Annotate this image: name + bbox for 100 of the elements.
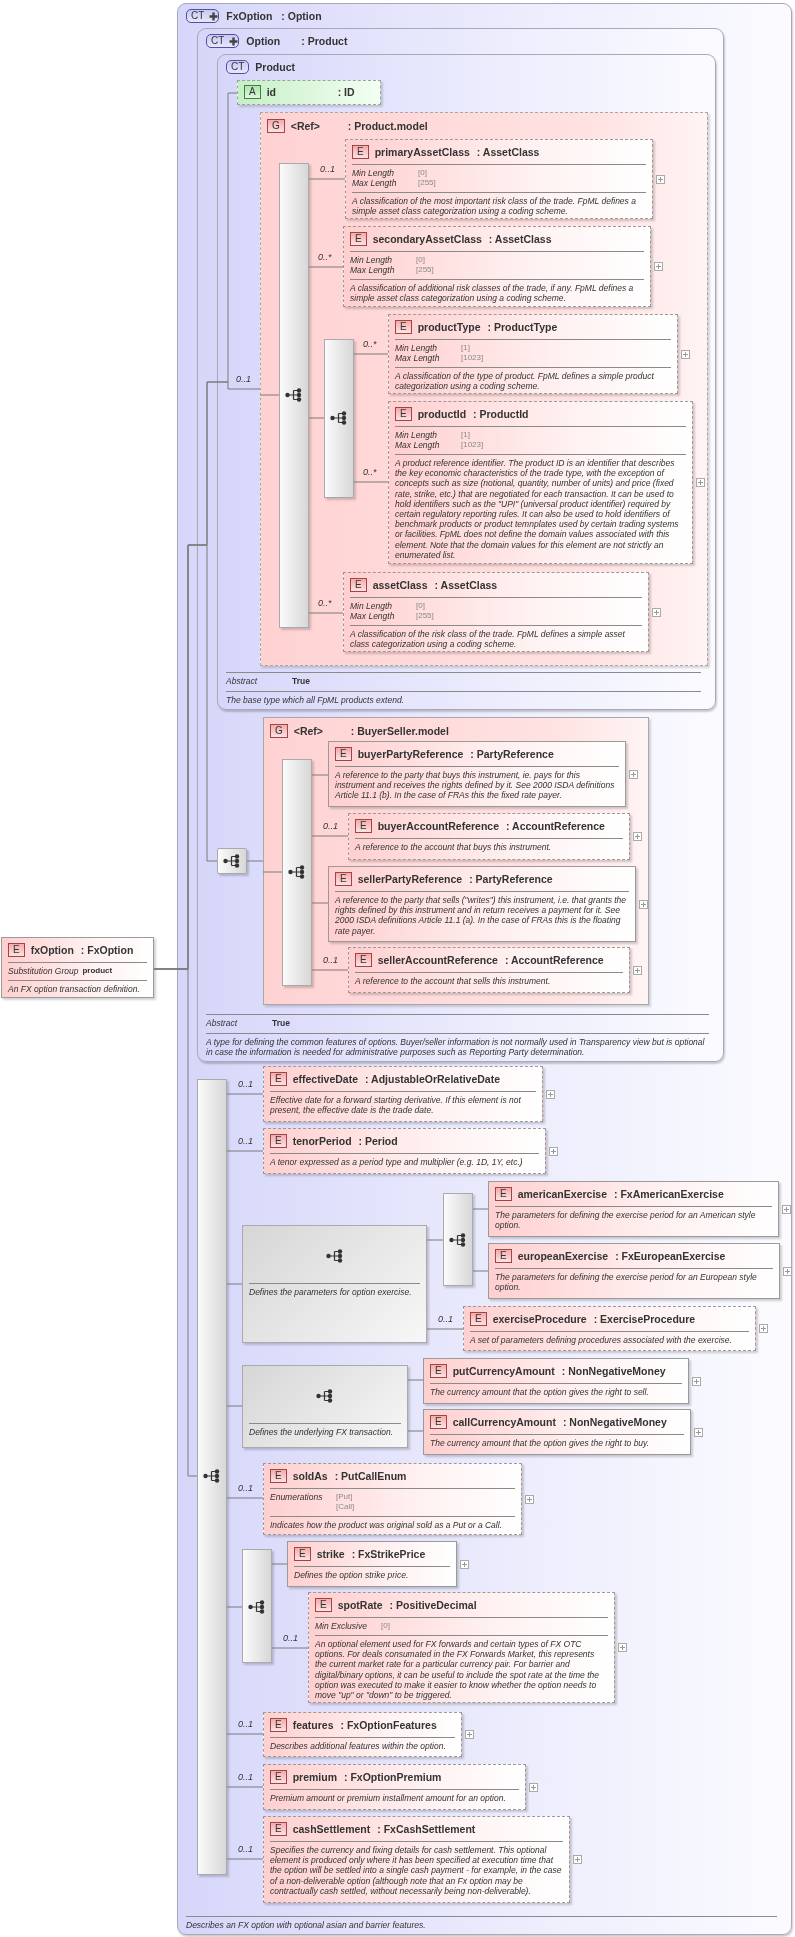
element-box bbox=[263, 1764, 526, 1810]
connector-line bbox=[271, 1647, 309, 1649]
facet-value: [255] bbox=[416, 611, 434, 621]
facet-label: Max Length bbox=[350, 611, 396, 621]
element-badge: E bbox=[270, 1770, 287, 1784]
facet-value: [1] bbox=[461, 343, 470, 353]
type-name: : FxCashSettlement bbox=[377, 1823, 476, 1835]
description: A reference to the account that sells this instrument. bbox=[355, 976, 552, 987]
facet-label: Substitution Group bbox=[8, 966, 79, 976]
multiplicity-label: 0..* bbox=[363, 467, 377, 477]
complex-type-panel bbox=[177, 3, 792, 1935]
type-badge: CT bbox=[206, 34, 240, 48]
model-group-box bbox=[242, 1365, 408, 1448]
type-name: : FxStrikePrice bbox=[351, 1548, 426, 1560]
element-badge: E bbox=[315, 1598, 332, 1612]
element-badge: E bbox=[270, 1718, 287, 1732]
connector-line bbox=[153, 968, 198, 1477]
type-name: : FxEuropeanExercise bbox=[615, 1250, 726, 1262]
model-group-box bbox=[242, 1225, 427, 1343]
compositor-bar bbox=[242, 1549, 272, 1663]
type-name: Option bbox=[246, 35, 282, 47]
facet-value: product bbox=[82, 966, 113, 976]
type-name: : AssetClass bbox=[434, 579, 498, 591]
connector-line bbox=[226, 1786, 264, 1788]
element-name: features bbox=[292, 1719, 334, 1731]
connector-line bbox=[262, 871, 283, 873]
type-name: : FxAmericanExercise bbox=[614, 1188, 724, 1200]
element-badge: E bbox=[350, 232, 367, 246]
description: Indicates how the product was original sold as a Put or a Call. bbox=[270, 1520, 503, 1531]
element-badge: E bbox=[495, 1187, 512, 1201]
multiplicity-label: 0..1 bbox=[238, 1772, 253, 1782]
connector-line bbox=[226, 1405, 243, 1407]
element-badge: E bbox=[470, 1312, 487, 1326]
facet-value: [1] bbox=[461, 430, 470, 440]
facet-value: [Put] bbox=[336, 1492, 354, 1502]
element-badge: E bbox=[270, 1134, 287, 1148]
description: A classification of additional risk classes of the trade, if any. FpML defines a simple asset class categorization using a coding scheme. bbox=[350, 283, 635, 304]
description: Describes an FX option with optional asian and barrier features. bbox=[186, 1919, 427, 1930]
multiplicity-label: 0..1 bbox=[238, 1079, 253, 1089]
complex-type-panel bbox=[217, 54, 716, 710]
connector-line bbox=[311, 774, 329, 776]
connector-line bbox=[226, 1150, 264, 1152]
type-name: : AdjustableOrRelativeDate bbox=[365, 1073, 501, 1085]
facet-value: [1023] bbox=[461, 440, 484, 450]
type-name: Product bbox=[255, 61, 296, 73]
type-name: : PutCallEnum bbox=[334, 1470, 407, 1482]
connector-line bbox=[426, 1328, 464, 1330]
multiplicity-label: 0..1 bbox=[238, 1719, 253, 1729]
facet-label: Max Length bbox=[395, 353, 441, 363]
property-label: Abstract bbox=[226, 675, 259, 687]
connector-line bbox=[407, 1379, 424, 1381]
description: A product reference identifier. The product ID is an identifier that describes the key economic characteristics of the trade type, with the exception of concepts such as size (notional, quantity, number of units) and price (fixed rate, strike, etc.) that are negotiated for each transaction. It can be used to hold identifiers such as the "UPI" (universal product identifier) required by certain regulatory reporting rules. It can also be used to hold identifiers of benchmark products or product temnplates used by certain trading systems or facilities. FpML does not define the domain values associated with this element. Note that the domain values for this element are not strictly an enumerated list. bbox=[395, 458, 680, 561]
type-name: : AccountReference bbox=[504, 954, 604, 966]
connector-line bbox=[308, 417, 325, 419]
connector-line bbox=[353, 353, 389, 355]
element-name: soldAs bbox=[292, 1470, 328, 1482]
compositor-bar bbox=[197, 1079, 227, 1875]
element-name: effectiveDate bbox=[292, 1073, 359, 1085]
element-name: sellerPartyReference bbox=[357, 873, 463, 885]
element-name: buyerPartyReference bbox=[357, 748, 464, 760]
type-name: : NonNegativeMoney bbox=[561, 1365, 666, 1377]
element-name: strike bbox=[316, 1548, 345, 1560]
multiplicity-label: 0..1 bbox=[238, 1483, 253, 1493]
connector-line bbox=[426, 1239, 444, 1241]
multiplicity-label: 0..1 bbox=[323, 955, 338, 965]
attribute-box bbox=[237, 80, 381, 105]
element-box bbox=[388, 401, 693, 564]
description: The currency amount that the option gives the right to buy. bbox=[430, 1438, 651, 1449]
connector-line bbox=[271, 1563, 288, 1565]
element-box bbox=[263, 1128, 546, 1174]
element-box bbox=[343, 226, 651, 307]
type-name: : ProductId bbox=[473, 408, 529, 420]
description: A classification of the risk class of the trade. FpML defines a simple asset class categorization using a coding scheme. bbox=[350, 629, 626, 650]
multiplicity-label: 0..1 bbox=[323, 821, 338, 831]
group-name: <Ref> bbox=[293, 725, 324, 737]
facet-label: Max Length bbox=[395, 440, 441, 450]
facet-value: [0] bbox=[416, 255, 425, 265]
element-box bbox=[287, 1541, 457, 1587]
element-badge: E bbox=[495, 1249, 512, 1263]
group-box bbox=[260, 112, 708, 666]
facet-label: Min Exclusive bbox=[315, 1621, 368, 1631]
description: A type for defining the common features of options. Buyer/seller information is not normally used in Transparency view but is optional in case the information is needed for administrative purposes such as Reporting Party determination. bbox=[206, 1036, 706, 1057]
element-name: europeanExercise bbox=[517, 1250, 609, 1262]
facet-label: Max Length bbox=[352, 178, 398, 188]
connector-line bbox=[311, 969, 349, 971]
group-badge: G bbox=[267, 119, 285, 133]
type-name: : PartyReference bbox=[469, 873, 553, 885]
description: A classification of the most important risk class of the trade. FpML defines a simple asset class categorization using a coding scheme. bbox=[352, 196, 637, 217]
type-name: FxOption bbox=[226, 10, 274, 22]
multiplicity-label: 0..* bbox=[363, 339, 377, 349]
connector-line bbox=[226, 1858, 264, 1860]
element-name: callCurrencyAmount bbox=[452, 1416, 556, 1428]
element-box bbox=[348, 947, 630, 993]
element-name: putCurrencyAmount bbox=[452, 1365, 555, 1377]
facet-value: [Call] bbox=[336, 1502, 355, 1512]
facet-value: [1023] bbox=[461, 353, 484, 363]
facet-label: Min Length bbox=[395, 430, 439, 440]
compositor-bar bbox=[443, 1193, 473, 1286]
element-box bbox=[263, 1712, 462, 1757]
element-name: fxOption bbox=[30, 944, 74, 956]
